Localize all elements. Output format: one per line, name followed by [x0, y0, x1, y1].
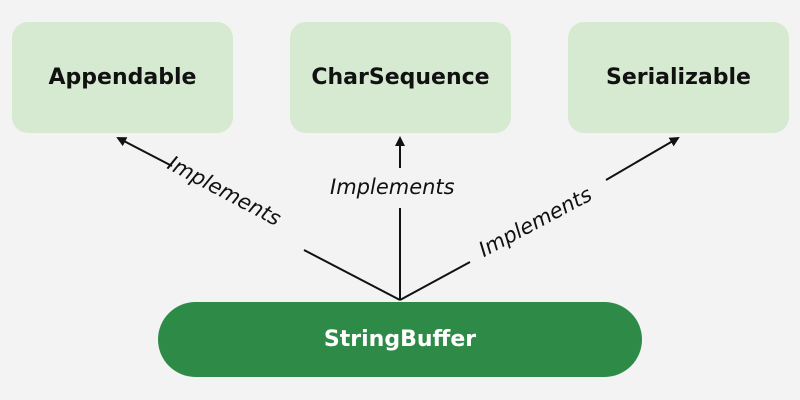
interface-box-charsequence: CharSequence: [290, 22, 511, 133]
interface-label-appendable: Appendable: [48, 65, 197, 90]
edge-label-charsequence: Implements: [330, 175, 455, 199]
interface-label-charsequence: CharSequence: [311, 65, 490, 90]
interface-label-serializable: Serializable: [606, 65, 751, 90]
class-label-stringbuffer: StringBuffer: [323, 327, 477, 352]
edge-line-appendable-upper: [116, 137, 173, 167]
edge-line-serializable-lower: [399, 261, 471, 301]
interface-box-appendable: Appendable: [12, 22, 233, 133]
edge-line-serializable-upper: [605, 136, 680, 181]
interface-box-serializable: Serializable: [568, 22, 789, 133]
edge-line-appendable-lower: [303, 249, 401, 301]
class-node-stringbuffer: StringBuffer: [158, 302, 642, 377]
